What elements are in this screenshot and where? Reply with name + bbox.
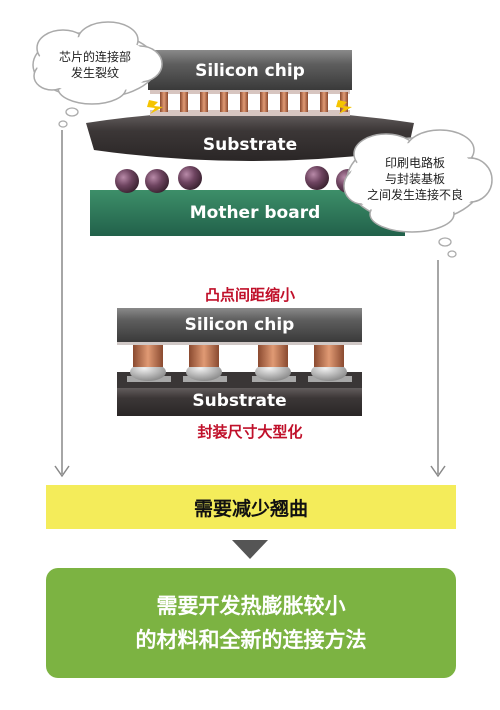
bump-pitch-caption: 凸点间距缩小	[204, 286, 295, 304]
crack-marker-right	[336, 100, 352, 114]
cloud-right-line-3: 之间发生连接不良	[366, 188, 463, 202]
middle-substrate-label: Substrate	[192, 391, 287, 411]
cloud-left-text: 芯片的连接部 发生裂纹	[45, 49, 145, 81]
middle-substrate-shape	[117, 386, 362, 416]
cloud-left-line-2: 发生裂纹	[70, 66, 119, 80]
middle-package-diagram	[117, 308, 362, 416]
package-size-caption: 封装尺寸大型化	[197, 423, 303, 441]
warped-substrate-shape	[86, 110, 414, 161]
warpage-banner: 需要减少翘曲	[46, 485, 456, 529]
arrow-right	[430, 260, 446, 478]
conclusion-line-2: 的材料和全新的连接方法	[135, 628, 367, 652]
mother-board-label: Mother board	[189, 203, 321, 223]
arrow-left	[54, 130, 70, 478]
top-silicon-chip-label: Silicon chip	[195, 61, 305, 81]
cloud-right-line-1: 印刷电路板	[384, 156, 445, 170]
conclusion-box: 需要开发热膨胀较小 的材料和全新的连接方法	[46, 568, 456, 678]
crack-marker-left	[147, 100, 163, 114]
cloud-left-line-1: 芯片的连接部	[58, 50, 131, 64]
top-substrate-label: Substrate	[202, 135, 298, 155]
conclusion-line-1: 需要开发热膨胀较小	[156, 594, 346, 618]
cloud-right-line-2: 与封装基板	[384, 172, 445, 186]
cloud-right-text: 印刷电路板 与封装基板 之间发生连接不良	[353, 155, 477, 203]
middle-silicon-chip-shape	[117, 308, 362, 342]
warpage-banner-text: 需要减少翘曲	[193, 497, 308, 520]
down-arrow-icon	[232, 540, 268, 559]
top-silicon-chip-shape	[148, 50, 352, 90]
middle-silicon-chip-label: Silicon chip	[184, 315, 295, 335]
micro-bumps	[150, 88, 350, 116]
